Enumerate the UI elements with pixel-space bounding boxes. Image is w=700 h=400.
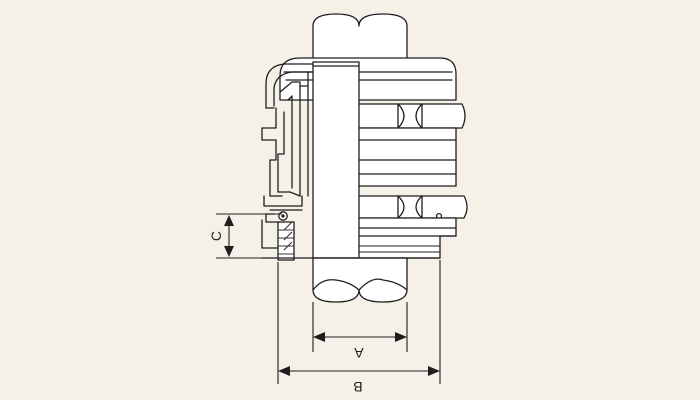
dimension-b bbox=[278, 366, 440, 376]
gland-cross-section bbox=[261, 63, 319, 261]
dimension-b-label: B bbox=[353, 379, 362, 395]
extension-lines bbox=[216, 213, 441, 384]
dimension-c bbox=[224, 215, 234, 257]
cable-body bbox=[312, 61, 408, 303]
dimension-a-label: A bbox=[354, 345, 364, 361]
dimension-c-label: C bbox=[208, 231, 224, 241]
thread-entry bbox=[356, 217, 457, 259]
cable-upper bbox=[312, 13, 408, 63]
dimension-a bbox=[313, 332, 407, 342]
hex-nut-lower bbox=[356, 195, 468, 220]
hex-nut-upper bbox=[356, 103, 466, 129]
gland-body bbox=[356, 127, 457, 187]
